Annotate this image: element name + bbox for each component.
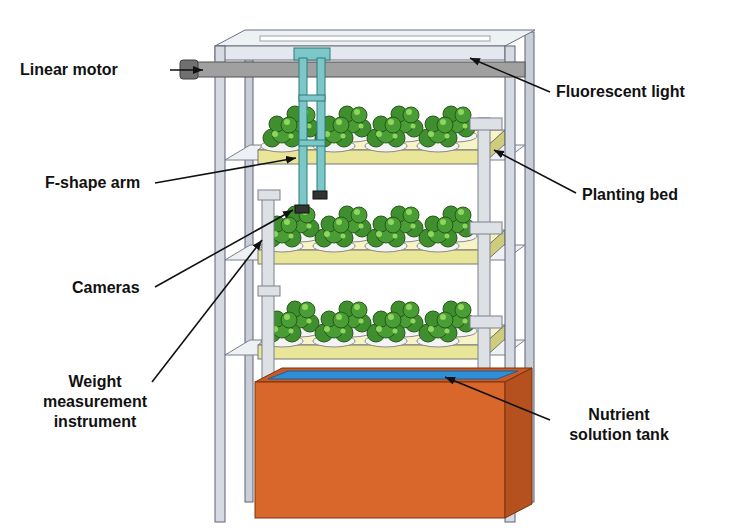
fluorescent-light-box-part <box>215 30 535 46</box>
nutrient-tank-part <box>268 371 518 379</box>
leader-arrows <box>152 58 576 420</box>
nutrient-tank-part <box>255 382 505 518</box>
pipes <box>258 118 502 410</box>
front-posts-part <box>215 46 225 522</box>
nutrient-tank-part <box>255 368 532 382</box>
pipes-part <box>470 222 502 234</box>
part-label: Cameras <box>72 278 140 298</box>
pipes-part <box>478 118 490 410</box>
linear-motor-part <box>195 62 525 77</box>
fluorescent-light-box-part <box>260 36 490 41</box>
planting-beds-part <box>258 250 483 264</box>
nutrient-tank-part <box>505 368 532 518</box>
part-label: Nutrient solution tank <box>556 405 682 445</box>
lettuce-plants-part <box>417 311 459 347</box>
pipes-part <box>470 316 502 328</box>
linear-motor <box>180 60 525 79</box>
planting-beds <box>258 130 505 359</box>
leader-arrows-part <box>155 158 296 183</box>
lettuce-plants-part <box>365 311 407 347</box>
f-shape-arm-part <box>299 58 307 208</box>
f-shape-arm-part <box>299 140 325 146</box>
pipes-part <box>258 286 280 296</box>
lettuce-plants-part <box>313 216 355 252</box>
leader-arrows-part <box>152 240 262 382</box>
leader-arrows-part <box>494 150 576 193</box>
part-label: Linear motor <box>20 60 118 80</box>
f-shape-arm-part <box>317 58 325 194</box>
fluorescent-light-box-part <box>215 46 505 60</box>
part-label: Fluorescent light <box>556 82 685 102</box>
front-posts <box>215 46 515 522</box>
lettuce-plants-part <box>365 216 407 252</box>
back-posts-part <box>245 32 253 502</box>
part-label: F-shape arm <box>45 173 140 193</box>
lettuce-plants-part <box>313 311 355 347</box>
f-shape-arm-part <box>295 205 309 213</box>
f-shape-arm-part <box>299 95 325 101</box>
fluorescent-light-box <box>215 30 535 60</box>
pipes-part <box>470 118 502 130</box>
lettuce-plants-part <box>417 116 459 152</box>
lettuce-plants <box>261 106 477 347</box>
f-shape-arm <box>294 48 330 213</box>
lettuce-plants-part <box>365 116 407 152</box>
nutrient-tank <box>255 368 532 518</box>
f-shape-arm-part <box>313 191 327 199</box>
leader-arrows-part <box>470 58 550 92</box>
leader-arrows-part <box>155 210 293 287</box>
part-label: Planting bed <box>582 185 678 205</box>
planting-beds-part <box>258 345 483 359</box>
planting-beds-part <box>258 150 483 164</box>
leader-arrows-part <box>445 377 550 420</box>
leader-arrows-part <box>170 69 203 71</box>
lettuce-plants-part <box>261 116 303 152</box>
pipes-part <box>258 190 280 200</box>
lettuce-plants-part <box>417 216 459 252</box>
part-label: Weight measurement instrument <box>40 372 150 432</box>
